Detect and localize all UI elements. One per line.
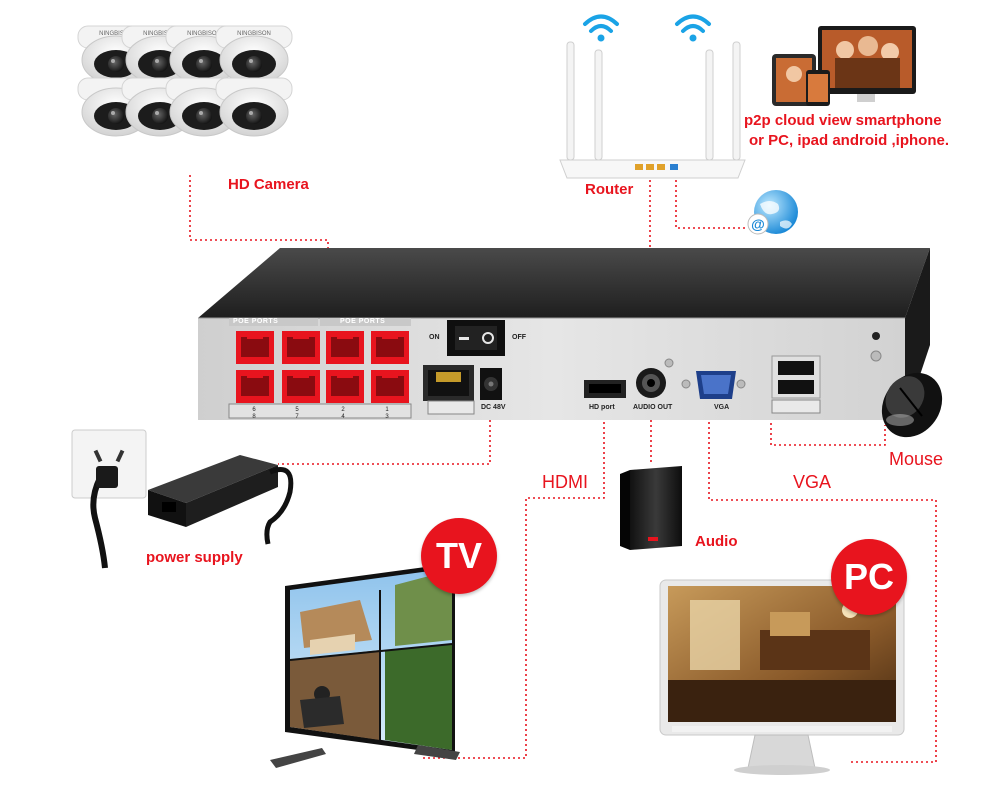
- p2p-label-line1: p2p cloud view smartphone: [744, 112, 942, 129]
- hd-port-label: HD port: [589, 404, 615, 411]
- mouse-image: [881, 372, 943, 438]
- dome-camera: NINGBISON: [215, 25, 293, 85]
- port-number-bottom: 3: [385, 414, 389, 420]
- poe-ports: 68 57 24 13: [228, 331, 412, 420]
- poe-port: [236, 370, 274, 403]
- camera-brand-text: NINGBISON: [187, 31, 221, 37]
- poe-port: [236, 331, 274, 364]
- pc-badge: PC: [831, 539, 907, 615]
- usb-to-mouse-line: [770, 368, 886, 446]
- power-on-label: ON: [429, 334, 440, 341]
- hd-camera-group: NINGBISON NINGBISON NINGBISON NINGBISON: [77, 25, 293, 137]
- camera-brand-text: NINGBISON: [99, 31, 133, 37]
- dc-to-power-line: [278, 415, 491, 465]
- port-number-top: 1: [385, 407, 389, 413]
- port-number-bottom: 7: [295, 414, 299, 420]
- hdmi-label: HDMI: [542, 472, 588, 492]
- audio-out-label: AUDIO OUT: [633, 404, 673, 411]
- poe-port: [282, 370, 320, 403]
- p2p-devices-image: [772, 26, 916, 106]
- dc-label: DC 48V: [481, 404, 506, 411]
- port-number-top: 2: [341, 407, 345, 413]
- dome-camera: [215, 77, 293, 137]
- camera-brand-text: NINGBISON: [143, 31, 177, 37]
- poe-ports-label-left: POE PORTS: [233, 318, 279, 325]
- tv-badge: TV: [421, 518, 497, 594]
- router-label: Router: [585, 181, 634, 198]
- hd-camera-label: HD Camera: [228, 176, 309, 193]
- poe-port: [326, 331, 364, 364]
- poe-port: [371, 331, 409, 364]
- router: [559, 41, 746, 179]
- vga-port-label: VGA: [714, 404, 730, 411]
- vga-to-pc-line: [708, 412, 937, 763]
- power-supply-label: power supply: [146, 549, 243, 566]
- wall-socket-image: [71, 429, 147, 569]
- tv-image: [270, 563, 460, 768]
- power-off-label: OFF: [512, 334, 526, 341]
- nvr-recorder: 68 57 24 13: [198, 248, 930, 420]
- camera-brand-text: NINGBISON: [237, 31, 271, 37]
- speaker-image: [620, 466, 682, 550]
- port-number-bottom: 4: [341, 414, 345, 420]
- internet-globe-icon: @: [747, 190, 798, 235]
- port-number-top: 6: [252, 407, 256, 413]
- poe-port: [326, 370, 364, 403]
- port-number-bottom: 8: [252, 414, 256, 420]
- power-adapter-image: [148, 455, 294, 545]
- vga-label: VGA: [793, 472, 832, 492]
- p2p-label-line2: or PC, ipad android ,iphone.: [749, 132, 950, 149]
- wifi-icon: [583, 14, 711, 42]
- mouse-label: Mouse: [889, 449, 944, 469]
- poe-port: [371, 370, 409, 403]
- poe-ports-label-right: POE PORTS: [340, 318, 386, 325]
- svg-text:@: @: [751, 216, 765, 232]
- router-to-internet-line: [675, 170, 748, 229]
- poe-port: [282, 331, 320, 364]
- audio-label: Audio: [695, 533, 738, 550]
- port-number-top: 5: [295, 407, 299, 413]
